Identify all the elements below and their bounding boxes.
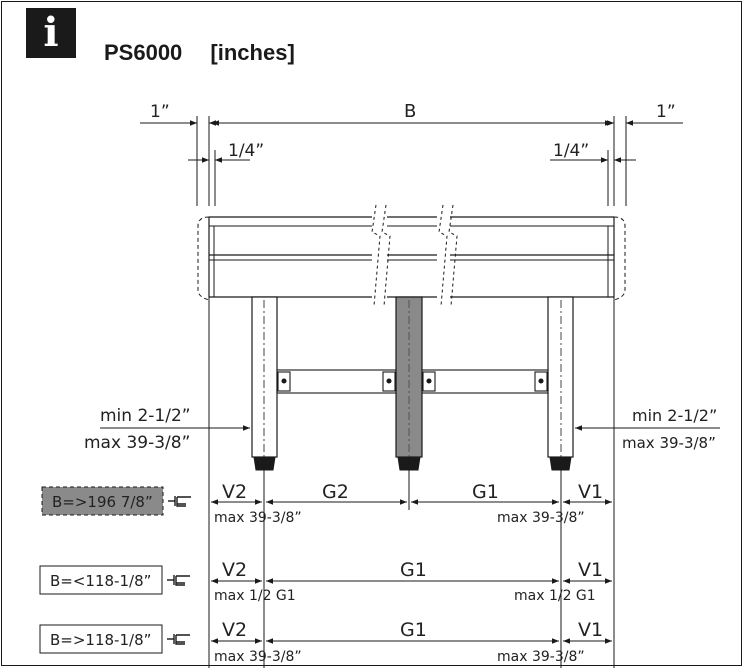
info-icon: i: [26, 8, 76, 58]
model-name: PS6000: [104, 40, 183, 65]
right-offset-label: 1”: [656, 102, 676, 122]
condition-label: B=>196 7/8”: [52, 493, 153, 511]
g1-label: G1: [400, 619, 427, 641]
row-1: B=>196 7/8” V2 G2 G1 V1 max 39-3/8” max …: [41, 481, 612, 526]
g1-label: G1: [400, 559, 427, 581]
right-note: max 1/2 G1: [514, 588, 596, 604]
left-inset-label: 1/4”: [228, 141, 264, 161]
left-note: max 1/2 G1: [214, 588, 296, 604]
right-inset-label: 1/4”: [553, 141, 589, 161]
v2-label: V2: [222, 559, 247, 581]
right-note: max 39-3/8”: [497, 510, 585, 526]
row-3: B=>118-1/8” V2 G1 V1 max 39-3/8” max 39-…: [39, 619, 612, 665]
crossbars: [276, 369, 549, 394]
v1-label: V1: [578, 619, 603, 641]
left-note: max 39-3/8”: [214, 510, 302, 526]
left-min-label: min 2-1/2”: [100, 406, 191, 426]
g1-label: G1: [472, 481, 499, 503]
condition-box-highlight: [41, 486, 164, 516]
unit-label: [inches]: [210, 40, 295, 65]
center-leg: [395, 296, 423, 471]
right-min-label: min 2-1/2”: [632, 406, 717, 425]
g2-label: G2: [322, 481, 349, 503]
row-2: B=<118-1/8” V2 G1 V1 max 1/2 G1 max 1/2 …: [39, 559, 612, 604]
v1-label: V1: [578, 481, 603, 503]
condition-box: [39, 624, 163, 654]
left-leg: [251, 296, 278, 471]
right-max-label: max 39-3/8”: [622, 434, 716, 452]
v1-label: V1: [578, 559, 603, 581]
left-max-label: max 39-3/8”: [84, 433, 190, 453]
right-note: max 39-3/8”: [497, 649, 585, 665]
left-offset-label: 1”: [150, 102, 170, 122]
condition-label: B=>118-1/8”: [50, 631, 151, 649]
top-dimensions: [140, 116, 683, 206]
pointing-hand-icon: [167, 634, 190, 645]
pointing-hand-icon: [168, 496, 191, 507]
v2-label: V2: [222, 481, 247, 503]
pointing-hand-icon: [167, 575, 190, 586]
right-leg: [547, 296, 574, 471]
extension-lines: [208, 297, 615, 668]
overall-width-label: B: [404, 101, 416, 122]
shelf-beam: [197, 204, 626, 307]
condition-label: B=<118-1/8”: [50, 572, 151, 590]
condition-box: [39, 565, 163, 595]
v2-label: V2: [222, 619, 247, 641]
left-note: max 39-3/8”: [214, 649, 302, 665]
page-title: PS6000 [inches]: [104, 40, 295, 66]
